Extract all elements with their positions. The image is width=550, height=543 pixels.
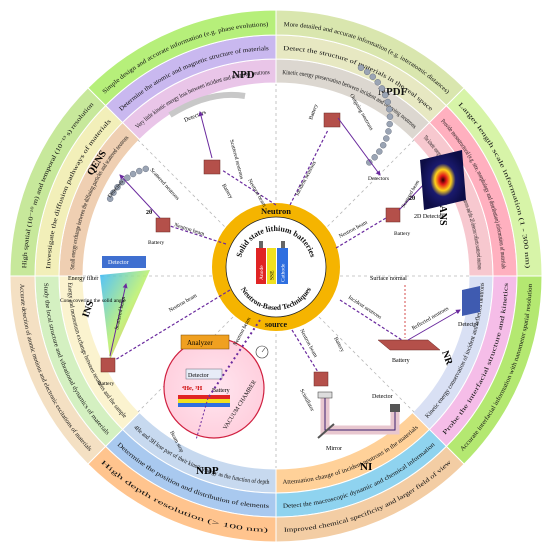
detector-bead — [382, 91, 389, 99]
ni-battery — [313, 371, 329, 387]
ins-battery — [100, 357, 116, 373]
detector-bead — [383, 135, 390, 142]
battery-cell: Anode SSE Cathode — [256, 241, 288, 284]
detector-bead — [124, 174, 131, 181]
ni-panel: NI Neutron beam Battery Scintillator Mir… — [291, 328, 400, 473]
central-hub: Solid state lithium batteries Neutron-Ba… — [212, 203, 340, 331]
nr-surface-normal-label: Surface normal — [370, 275, 407, 282]
nr-incident-beam — [339, 299, 403, 341]
detector-bead — [363, 68, 371, 76]
detector-bead — [386, 106, 393, 113]
ni-mirror-label: Mirror — [326, 446, 342, 452]
npdf-beam — [289, 129, 329, 206]
npd-title: NPD — [232, 69, 255, 81]
detector-bead — [357, 64, 365, 71]
nr-title: NR — [439, 349, 455, 367]
ni-light-outline — [324, 395, 396, 431]
npdf-detectors-label: Detectors — [368, 176, 389, 182]
ni-detector — [390, 404, 400, 412]
anode-layer — [256, 248, 266, 284]
ins-energy-filter-label: Energy filter — [68, 275, 98, 282]
detector-bead — [374, 79, 381, 86]
anode-label: Anode — [259, 265, 265, 280]
sans-theta: 2θ — [409, 196, 415, 202]
detector-bead — [366, 159, 373, 166]
ndp-cathode-layer — [178, 403, 230, 407]
detector-bead — [129, 170, 137, 178]
ni-mirror — [317, 423, 335, 439]
npd-detector-arc — [168, 91, 246, 118]
ndp-detector-label: Detector — [188, 373, 209, 379]
qens-outer-band — [9, 87, 107, 277]
ndp-analyzer-label: Analyzer — [187, 339, 213, 347]
cathode-label: Cathode — [281, 263, 287, 282]
detector-bead — [106, 195, 114, 202]
qens-battery-label: Battery — [148, 240, 164, 246]
detector-bead — [385, 128, 392, 135]
sans-title: SANS — [437, 200, 448, 226]
nr-battery-label: Battery — [392, 358, 410, 364]
npdf-battery-label: Battery — [308, 103, 319, 120]
sse-label: SSE — [270, 270, 276, 280]
detector-bead — [386, 113, 394, 120]
ins-panel: INS Detector Energy filter Cone covering… — [60, 256, 231, 387]
sans-battery-label: Battery — [394, 231, 410, 237]
npd-scatter-arrow — [198, 111, 213, 159]
detector-bead — [142, 165, 149, 173]
source-word: source — [265, 320, 288, 329]
detector-bead — [384, 98, 391, 106]
qens-theta: 2θ — [146, 210, 152, 216]
ni-beam — [291, 329, 319, 373]
ndp-beam — [207, 319, 261, 399]
npdf-detector-beads — [357, 64, 394, 166]
detector-bead — [369, 73, 376, 80]
ndp-particles-label: ⁴He, ³H — [182, 385, 202, 392]
ins-cone-label: Cone covering the solid angle — [60, 298, 126, 304]
ndp-title: NDP — [196, 465, 219, 477]
ndp-sse-layer — [178, 399, 230, 403]
cathode-layer — [277, 248, 288, 284]
ins-cone — [100, 270, 150, 360]
ndp-battery-label: Battery — [212, 388, 230, 394]
detector-bead — [114, 183, 121, 191]
nr-reflected-arrow — [407, 309, 461, 341]
sans-2d-detector — [420, 150, 466, 210]
nr-battery-slab — [377, 339, 441, 351]
ins-detector — [102, 256, 146, 268]
ni-scintillator — [317, 391, 333, 399]
qens-detector-beads — [106, 165, 149, 202]
sse-layer — [267, 248, 276, 284]
sans-battery — [385, 207, 401, 223]
nr-detector — [462, 286, 480, 316]
ndp-analyzer — [180, 334, 230, 350]
qens-battery — [155, 217, 171, 233]
ndp-anode-layer — [178, 395, 230, 399]
detector-bead — [376, 148, 383, 155]
ins-beam — [114, 289, 231, 361]
npdf-battery — [323, 112, 341, 128]
detector-bead — [110, 189, 117, 196]
detector-bead — [371, 154, 378, 161]
ndp-through-beam — [195, 397, 209, 441]
ins-scatter-arrow — [109, 283, 128, 357]
npd-battery — [203, 159, 221, 175]
npdf-outgoing-arrow — [337, 117, 381, 176]
detector-bead — [378, 85, 386, 92]
npd-beam — [221, 169, 277, 206]
neutron-word: Neutron — [261, 206, 291, 216]
ni-detector-label: Detector — [372, 394, 393, 400]
ins-detector-label: Detector — [108, 260, 129, 266]
ni-title: NI — [360, 461, 372, 473]
nr-detector-label: Detector — [458, 322, 479, 328]
detector-bead — [136, 167, 143, 175]
ins-battery-label: Battery — [98, 381, 114, 387]
detector-bead — [386, 120, 393, 128]
ndp-detector — [185, 368, 223, 380]
detector-bead — [380, 142, 387, 149]
qens-scatter-arrow — [119, 174, 161, 219]
sans-2d-detector-label: 2D Detector — [414, 214, 444, 220]
